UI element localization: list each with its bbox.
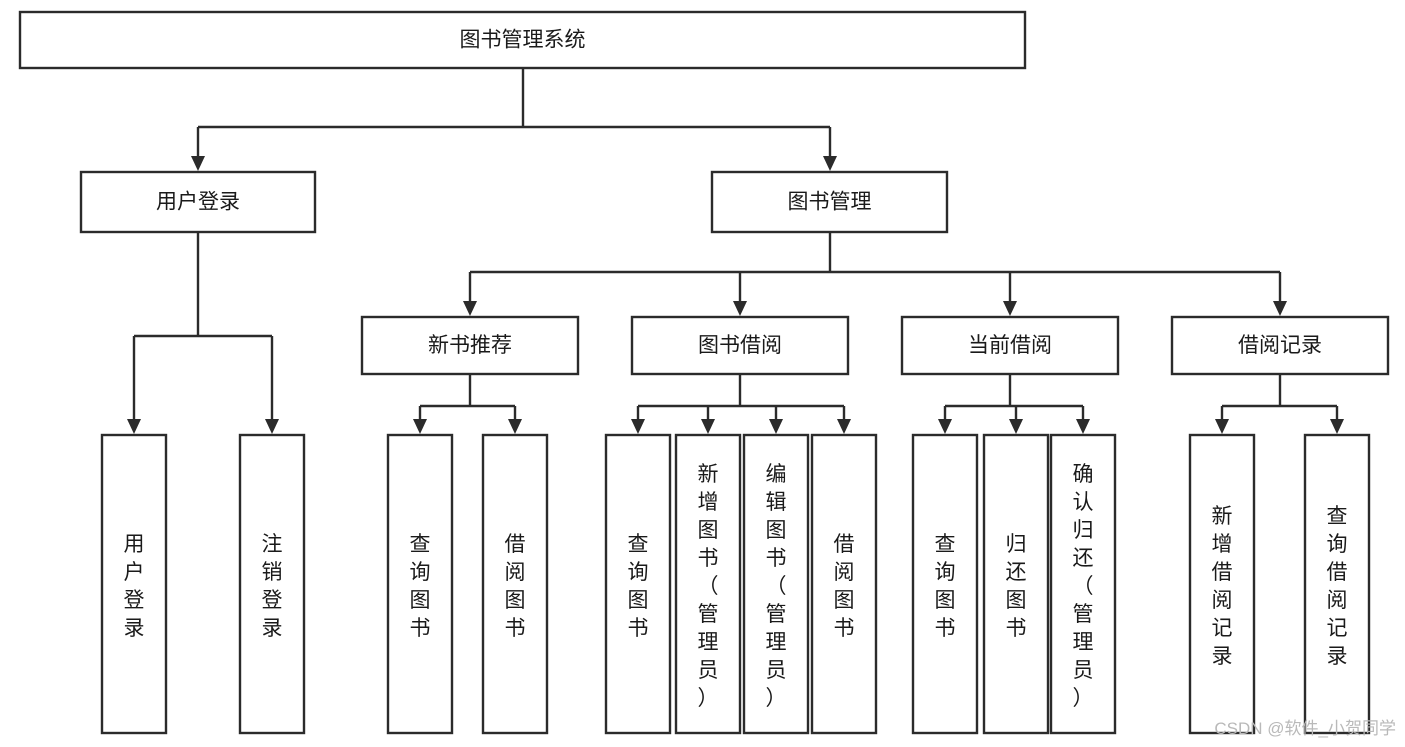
node-box[interactable] bbox=[742, 433, 810, 735]
node-box[interactable] bbox=[100, 433, 168, 735]
connector-arrowhead bbox=[837, 419, 851, 434]
node-leaf-leaf-add-borrow-record[interactable]: 新增借阅记录 bbox=[1188, 433, 1256, 735]
node-box[interactable] bbox=[386, 433, 454, 735]
connector-arrowhead bbox=[1215, 419, 1229, 434]
connector-arrowhead bbox=[413, 419, 427, 434]
connector-arrowhead bbox=[1273, 301, 1287, 316]
connector-user-login-to-leaves bbox=[132, 232, 274, 421]
node-level2-user-login[interactable]: 用户登录 bbox=[79, 170, 317, 234]
node-level3-book-borrow[interactable]: 图书借阅 bbox=[630, 315, 850, 376]
node-leaf-leaf-borrow-book-rec[interactable]: 借阅图书 bbox=[481, 433, 549, 735]
connector-current-borrow-to-leaves bbox=[943, 374, 1085, 421]
node-label: 确认归还（管理员） bbox=[1073, 463, 1094, 710]
node-level3-new-book-recommend[interactable]: 新书推荐 bbox=[360, 315, 580, 376]
connector-arrowhead bbox=[1009, 419, 1023, 434]
node-leaf-leaf-confirm-return-admin[interactable]: 确认归还（管理员） bbox=[1049, 433, 1117, 735]
node-label: 图书借阅 bbox=[698, 334, 782, 357]
connector-book-borrow-to-leaves bbox=[636, 374, 846, 421]
node-root[interactable]: 图书管理系统 bbox=[18, 10, 1027, 70]
node-leaf-leaf-query-borrow-record[interactable]: 查询借阅记录 bbox=[1303, 433, 1371, 735]
connector-arrowhead bbox=[701, 419, 715, 434]
node-label: 查询图书 bbox=[935, 533, 956, 640]
node-label: 借阅记录 bbox=[1238, 334, 1322, 357]
node-label: 编辑图书（管理员） bbox=[766, 463, 787, 710]
node-box[interactable] bbox=[710, 170, 949, 234]
node-level3-current-borrow[interactable]: 当前借阅 bbox=[900, 315, 1120, 376]
connector-arrowhead bbox=[265, 419, 279, 434]
node-leaf-leaf-add-book-admin[interactable]: 新增图书（管理员） bbox=[674, 433, 742, 735]
node-leaf-leaf-edit-book-admin[interactable]: 编辑图书（管理员） bbox=[742, 433, 810, 735]
node-box[interactable] bbox=[1049, 433, 1117, 735]
connector-arrowhead bbox=[1076, 419, 1090, 434]
node-label: 用户登录 bbox=[124, 533, 145, 640]
node-box[interactable] bbox=[79, 170, 317, 234]
connector-book-manage-to-level3 bbox=[468, 232, 1282, 303]
node-box[interactable] bbox=[911, 433, 979, 735]
node-label: 借阅图书 bbox=[505, 533, 526, 640]
connector-arrowhead bbox=[1003, 301, 1017, 316]
node-box[interactable] bbox=[1303, 433, 1371, 735]
node-box[interactable] bbox=[810, 433, 878, 735]
node-box[interactable] bbox=[238, 433, 306, 735]
node-label: 查询图书 bbox=[410, 533, 431, 640]
node-label: 查询借阅记录 bbox=[1327, 505, 1348, 668]
connector-arrowhead bbox=[733, 301, 747, 316]
node-box[interactable] bbox=[360, 315, 580, 376]
connector-arrowhead bbox=[823, 156, 837, 171]
node-label: 归还图书 bbox=[1006, 533, 1027, 640]
node-box[interactable] bbox=[18, 10, 1027, 70]
node-leaf-leaf-user-login[interactable]: 用户登录 bbox=[100, 433, 168, 735]
connector-arrowhead bbox=[631, 419, 645, 434]
node-box[interactable] bbox=[630, 315, 850, 376]
node-label: 查询图书 bbox=[628, 533, 649, 640]
node-label: 新增借阅记录 bbox=[1212, 505, 1233, 668]
node-level3-borrow-record[interactable]: 借阅记录 bbox=[1170, 315, 1390, 376]
node-box[interactable] bbox=[982, 433, 1050, 735]
node-box[interactable] bbox=[674, 433, 742, 735]
node-leaf-leaf-query-book-rec[interactable]: 查询图书 bbox=[386, 433, 454, 735]
csdn-watermark: CSDN @软件_小贺同学 bbox=[1214, 719, 1396, 738]
connector-arrowhead bbox=[463, 301, 477, 316]
node-leaf-leaf-query-book-current[interactable]: 查询图书 bbox=[911, 433, 979, 735]
connector-root-to-level2 bbox=[196, 68, 832, 158]
connector-arrowhead bbox=[1330, 419, 1344, 434]
node-level2-book-manage[interactable]: 图书管理 bbox=[710, 170, 949, 234]
node-leaf-leaf-user-logout[interactable]: 注销登录 bbox=[238, 433, 306, 735]
node-label: 图书管理系统 bbox=[460, 29, 586, 52]
connector-arrowhead bbox=[191, 156, 205, 171]
connector-new-book-recommend-to-leaves bbox=[418, 374, 517, 421]
connector-arrowhead bbox=[508, 419, 522, 434]
node-box[interactable] bbox=[900, 315, 1120, 376]
node-leaf-leaf-return-book[interactable]: 归还图书 bbox=[982, 433, 1050, 735]
node-leaf-leaf-query-book-borrow[interactable]: 查询图书 bbox=[604, 433, 672, 735]
node-label: 新书推荐 bbox=[428, 334, 512, 357]
connector-borrow-record-to-leaves bbox=[1220, 374, 1339, 421]
node-label: 注销登录 bbox=[262, 533, 283, 640]
node-leaf-leaf-borrow-book[interactable]: 借阅图书 bbox=[810, 433, 878, 735]
node-layer: 图书管理系统用户登录图书管理新书推荐图书借阅当前借阅借阅记录用户登录注销登录查询… bbox=[18, 10, 1390, 735]
connector-arrowhead bbox=[938, 419, 952, 434]
node-label: 图书管理 bbox=[788, 191, 872, 214]
node-label: 借阅图书 bbox=[834, 533, 855, 640]
node-label: 用户登录 bbox=[156, 191, 240, 214]
connector-arrowhead bbox=[769, 419, 783, 434]
node-label: 当前借阅 bbox=[968, 334, 1052, 357]
node-box[interactable] bbox=[1170, 315, 1390, 376]
node-box[interactable] bbox=[481, 433, 549, 735]
connector-arrowhead bbox=[127, 419, 141, 434]
node-label: 新增图书（管理员） bbox=[698, 463, 719, 710]
node-box[interactable] bbox=[604, 433, 672, 735]
node-box[interactable] bbox=[1188, 433, 1256, 735]
connector-layer bbox=[127, 68, 1344, 434]
